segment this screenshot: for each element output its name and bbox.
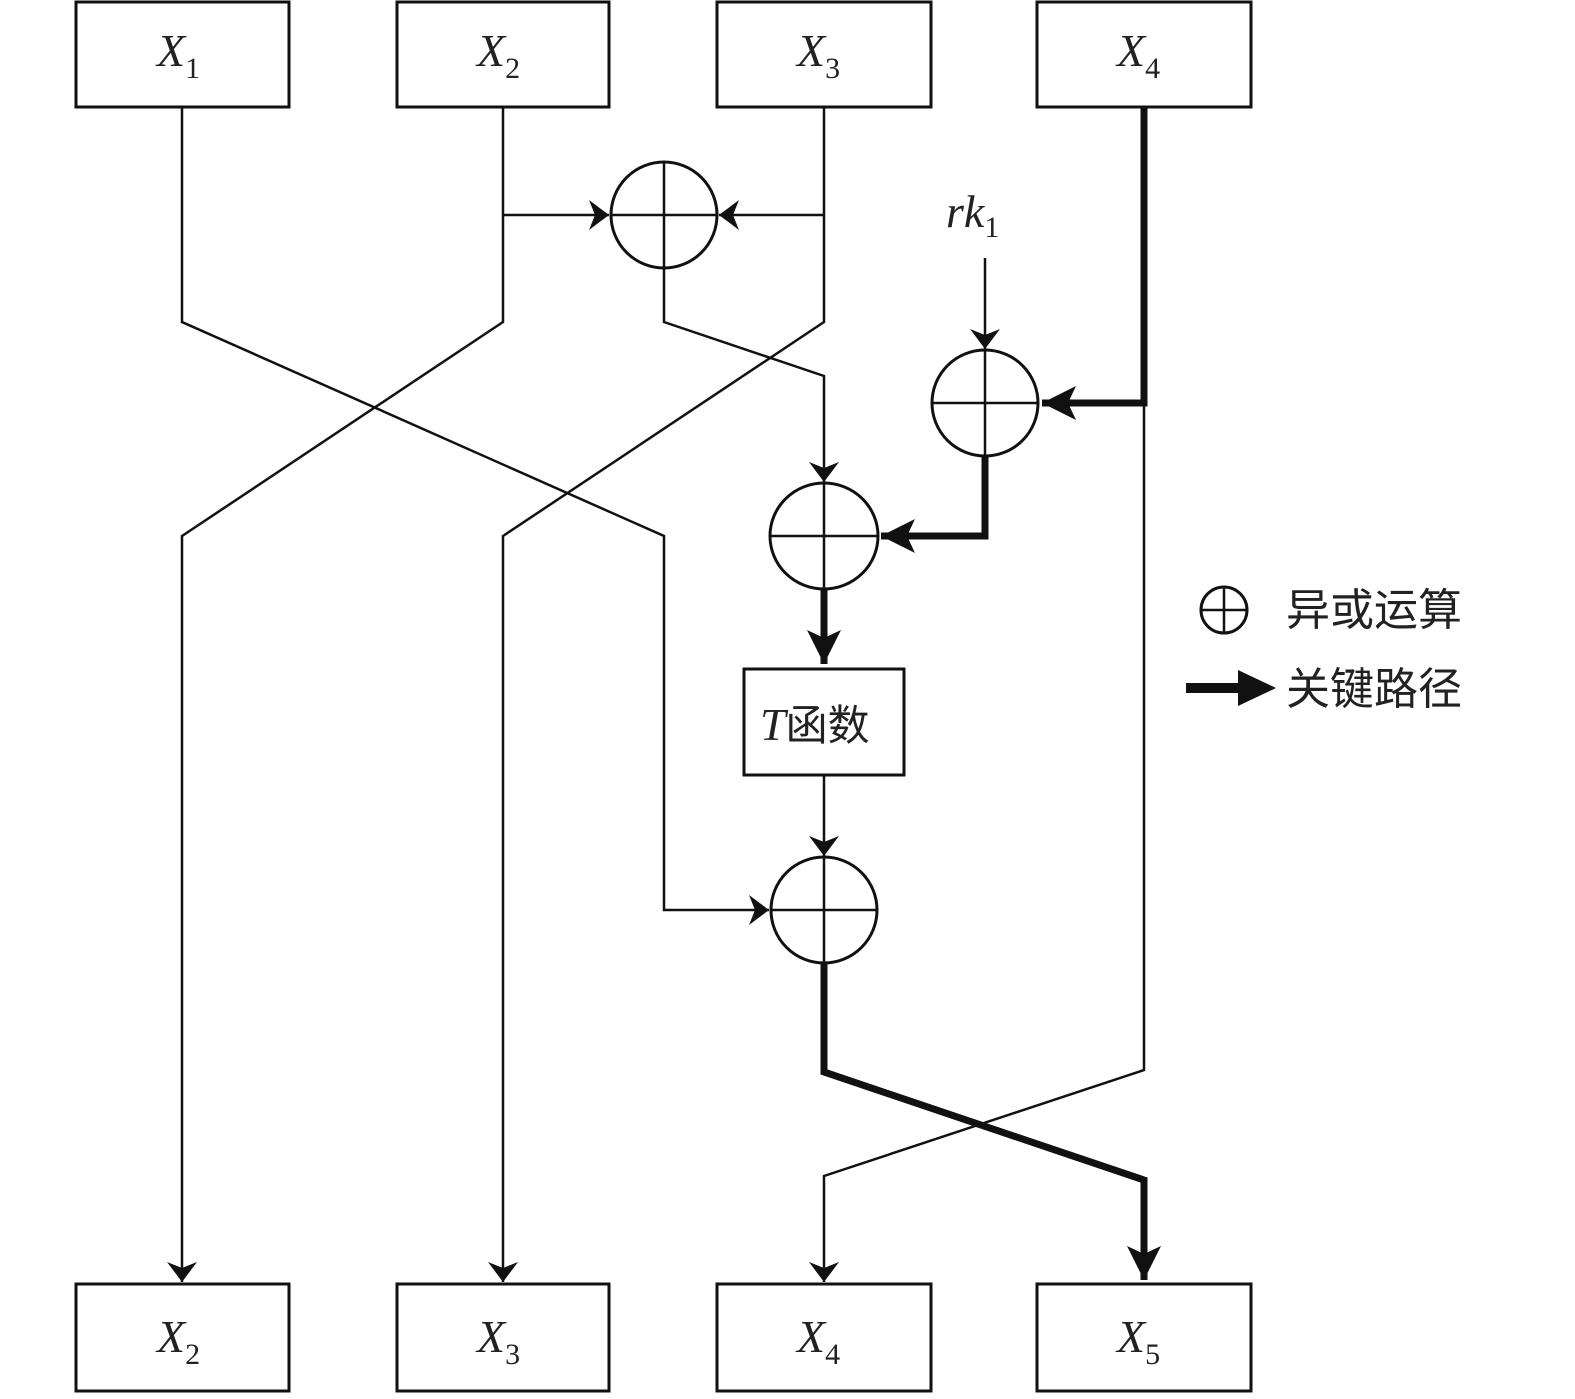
input-box-x2: X2	[395, 0, 611, 109]
xor-merge	[768, 481, 880, 591]
legend-item-xor: 异或运算	[1199, 585, 1462, 636]
input-label-x1: X1	[155, 25, 200, 85]
round-key-label: rk1	[946, 186, 999, 244]
xor-output	[769, 855, 879, 965]
thick-arrow-icon	[1186, 670, 1276, 706]
input-box-x4: X4	[1035, 0, 1253, 109]
t-function-label: T函数	[760, 699, 870, 750]
wire-x2-to-out-x2	[167, 107, 505, 1282]
output-label-x3: X3	[475, 1311, 520, 1371]
output-box-x4: X4	[715, 1282, 933, 1393]
input-label-x4: X4	[1115, 25, 1160, 85]
output-label-x4: X4	[795, 1311, 840, 1371]
output-box-x5: X5	[1035, 1282, 1253, 1393]
output-label-x2: X2	[155, 1311, 200, 1371]
legend: 异或运算 关键路径	[1186, 585, 1462, 715]
output-label-x5: X5	[1115, 1311, 1160, 1371]
output-box-x3: X3	[395, 1282, 611, 1393]
xor-symbol-icon	[1199, 585, 1249, 635]
legend-item-critical-path: 关键路径	[1186, 664, 1462, 715]
legend-label-xor: 异或运算	[1286, 585, 1462, 636]
t-function-box: T函数	[742, 667, 906, 777]
input-box-x3: X3	[715, 0, 933, 109]
critical-xor-output-to-out-x5	[820, 963, 1161, 1280]
critical-x4-to-xor-rk1-x4	[1042, 107, 1148, 420]
input-label-x3: X3	[795, 25, 840, 85]
wire-x1-to-xor-output	[180, 107, 769, 925]
xor-x2-x3	[609, 160, 719, 270]
legend-label-critical-path: 关键路径	[1286, 664, 1462, 715]
input-label-x2: X2	[475, 25, 520, 85]
output-box-x2: X2	[74, 1282, 291, 1393]
wire-xor-x2-x3-to-merge	[662, 268, 839, 482]
input-box-x1: X1	[74, 0, 291, 109]
critical-xor-rk1-x4-to-merge	[881, 456, 989, 553]
xor-rk1-x4	[930, 348, 1040, 458]
